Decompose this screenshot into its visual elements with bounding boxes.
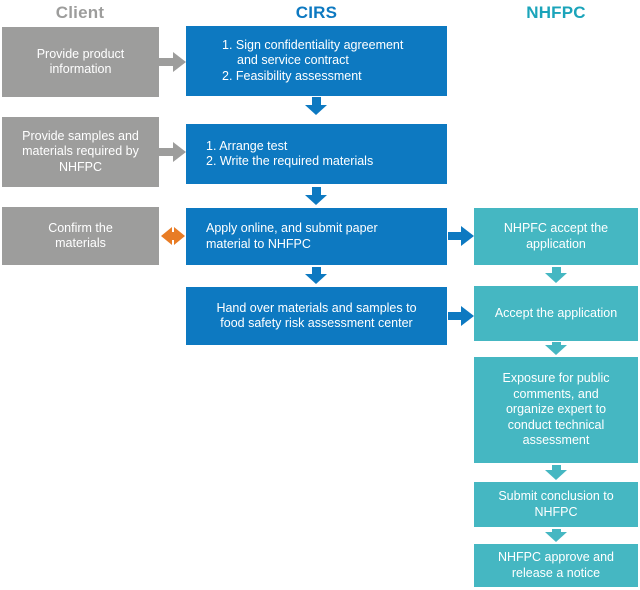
arrow-head-down (545, 532, 567, 542)
arrow-right-client-to-cirs-2 (159, 142, 186, 162)
box-text-line: NHFPC approve and (497, 550, 615, 564)
box-text-line: 1. Arrange test (206, 138, 288, 153)
box-text-line: comments, and (513, 386, 599, 401)
box-text-line: Hand over materials and samples to (216, 300, 417, 315)
arrow-head-down (545, 273, 567, 283)
box-text-line: food safety risk assessment center (220, 316, 413, 330)
nhfpc-box-accept-application: NHPFC accept the application (474, 208, 638, 265)
cirs-box-sign-agreement: 1. Sign confidentiality agreement and se… (186, 26, 447, 96)
arrow-right-cirs-to-nhfpc-1 (448, 226, 474, 246)
arrow-down-nhfpc-4 (545, 529, 567, 542)
arrow-head-right (173, 142, 186, 162)
box-text-line: Provide samples and (22, 128, 139, 143)
arrow-head-left (161, 227, 172, 245)
nhfpc-box-approve-release: NHFPC approve and release a notice (474, 544, 638, 587)
box-text-line: Confirm the (48, 220, 113, 235)
arrow-down-nhfpc-1 (545, 267, 567, 283)
arrow-head-down (545, 470, 567, 480)
arrow-stem (551, 342, 561, 345)
arrow-stem (448, 312, 461, 320)
column-header-client: Client (55, 3, 105, 22)
arrow-head-down (305, 105, 327, 115)
arrow-down-cirs-3 (305, 267, 327, 284)
arrow-stem (159, 148, 173, 156)
column-header-nhfpc: NHFPC (526, 3, 586, 22)
box-text-line: 1. Sign confidentiality agreement (222, 37, 404, 52)
box-text-line: application (526, 236, 586, 251)
arrow-head-right (174, 227, 185, 245)
arrow-stem (448, 232, 461, 240)
arrow-stem (551, 267, 561, 273)
arrow-double-confirm-materials (161, 227, 185, 245)
arrow-head-down (545, 345, 567, 355)
arrow-stem (311, 187, 321, 195)
arrow-stem (172, 232, 174, 240)
box-text-line: conduct technical (507, 417, 605, 432)
box-text-line: assessment (522, 433, 590, 448)
arrow-stem (159, 58, 173, 66)
nhfpc-box-exposure-comments: Exposure for public comments, and organi… (474, 357, 638, 463)
arrow-right-client-to-cirs-1 (159, 52, 186, 72)
box-text-line: NHFPC (534, 504, 578, 519)
column-header-cirs: CIRS (295, 3, 338, 22)
client-box-provide-product: Provide product information (2, 27, 159, 97)
cirs-box-arrange-test: 1. Arrange test 2. Write the required ma… (186, 124, 447, 184)
arrow-stem (551, 529, 561, 532)
box-text-line: organize expert to (505, 402, 607, 417)
box-text-line: 2. Write the required materials (206, 154, 374, 168)
arrow-stem (311, 97, 321, 105)
arrow-head-down (305, 274, 327, 284)
arrow-head-down (305, 195, 327, 205)
arrow-down-cirs-2 (305, 187, 327, 205)
box-text-line: material to NHFPC (206, 236, 311, 251)
arrow-down-nhfpc-3 (545, 465, 567, 480)
box-text-line: materials required by (22, 144, 139, 159)
box-text-line: Accept the application (494, 305, 618, 320)
arrow-down-nhfpc-2 (545, 342, 567, 355)
box-text-line: NHPFC accept the (503, 221, 609, 235)
arrow-head-right (173, 52, 186, 72)
box-text-line: Provide product (36, 46, 125, 61)
box-text-line: materials (55, 236, 106, 250)
arrow-down-cirs-1 (305, 97, 327, 115)
arrow-stem (551, 465, 561, 470)
nhfpc-box-submit-conclusion: Submit conclusion to NHFPC (474, 482, 638, 527)
box-text-line: release a notice (511, 565, 601, 580)
cirs-box-hand-over: Hand over materials and samples to food … (186, 287, 447, 345)
box-text-line: 2. Feasibility assessment (222, 68, 362, 83)
arrow-head-right (461, 226, 474, 246)
box-text-line: information (49, 62, 112, 76)
box-text-line: and service contract (237, 53, 349, 68)
box-text-line: NHFPC (58, 159, 103, 174)
box-text-line: Exposure for public (502, 371, 610, 386)
client-box-confirm-materials: Confirm the materials (2, 207, 159, 265)
nhfpc-box-accept-application-2: Accept the application (474, 286, 638, 341)
arrow-head-right (461, 306, 474, 326)
cirs-box-apply-online: Apply online, and submit paper material … (186, 208, 447, 265)
arrow-right-cirs-to-nhfpc-2 (448, 306, 474, 326)
client-box-provide-samples: Provide samples and materials required b… (2, 117, 159, 187)
arrow-stem (311, 267, 321, 274)
box-text-line: Submit conclusion to (498, 489, 614, 503)
box-text-line: Apply online, and submit paper (206, 221, 378, 235)
